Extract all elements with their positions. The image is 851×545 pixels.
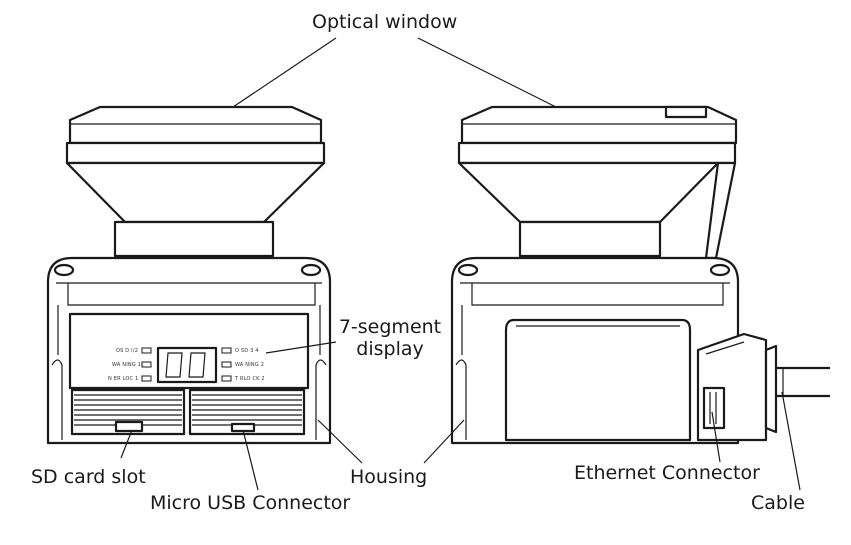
label-optical-window: Optical window bbox=[312, 11, 458, 33]
leader-lines bbox=[120, 37, 801, 491]
led-left-1 bbox=[141, 347, 152, 354]
led-label-right-3: T RLO CK 2 bbox=[235, 376, 265, 382]
rear-funnel bbox=[457, 161, 720, 224]
front-neck bbox=[113, 220, 275, 258]
leader-optical-left bbox=[232, 37, 337, 108]
rear-cap-ring bbox=[457, 141, 737, 165]
leader-seven-segment bbox=[265, 341, 337, 354]
label-seven-segment-line1: 7-segment bbox=[338, 316, 442, 338]
front-screw-right bbox=[300, 263, 322, 277]
leader-sd-card bbox=[120, 429, 133, 459]
led-label-left-2: WA NING 1 bbox=[112, 362, 142, 368]
leader-optical-right bbox=[417, 37, 557, 108]
led-right-2 bbox=[221, 361, 232, 368]
leader-housing-right bbox=[423, 419, 465, 464]
rear-view-device bbox=[450, 105, 830, 445]
led-left-2 bbox=[141, 361, 152, 368]
led-label-left-1: OS D I/2 bbox=[116, 348, 139, 354]
label-cable: Cable bbox=[751, 492, 805, 514]
sd-card-slot bbox=[114, 420, 144, 433]
front-optical-window bbox=[68, 105, 323, 145]
rear-side-rail bbox=[704, 161, 737, 260]
led-right-3 bbox=[221, 375, 232, 382]
seven-segment-display bbox=[156, 346, 218, 384]
rear-screw-left bbox=[457, 263, 479, 277]
led-right-1 bbox=[221, 347, 232, 354]
cable bbox=[764, 344, 778, 434]
micro-usb-port bbox=[230, 422, 256, 433]
front-cap-ring bbox=[65, 141, 326, 165]
leader-cable bbox=[781, 391, 801, 491]
front-screw-left bbox=[53, 263, 75, 277]
rear-neck bbox=[518, 220, 662, 258]
led-left-3 bbox=[141, 375, 152, 382]
sd-card-grille bbox=[70, 388, 186, 436]
led-label-left-3: N ER LOC 1 bbox=[108, 376, 139, 382]
rear-window-tab bbox=[664, 105, 708, 119]
leader-ethernet bbox=[711, 411, 721, 463]
label-sd-card-slot: SD card slot bbox=[31, 466, 146, 488]
label-housing: Housing bbox=[350, 466, 428, 488]
led-label-right-2: WA NING 2 bbox=[235, 362, 265, 368]
front-funnel bbox=[65, 161, 326, 224]
label-seven-segment-line2: display bbox=[356, 338, 424, 360]
leader-housing-left bbox=[317, 419, 363, 464]
front-view-device bbox=[46, 105, 332, 445]
label-ethernet: Ethernet Connector bbox=[574, 462, 760, 484]
leader-micro-usb bbox=[242, 429, 259, 491]
label-seven-segment: 7-segment display bbox=[334, 316, 446, 360]
rear-panel bbox=[504, 318, 692, 442]
led-label-right-1: O SD 3 4 bbox=[235, 348, 259, 354]
usb-grille bbox=[188, 388, 306, 436]
rear-screw-right bbox=[709, 263, 731, 277]
label-micro-usb: Micro USB Connector bbox=[150, 492, 351, 514]
